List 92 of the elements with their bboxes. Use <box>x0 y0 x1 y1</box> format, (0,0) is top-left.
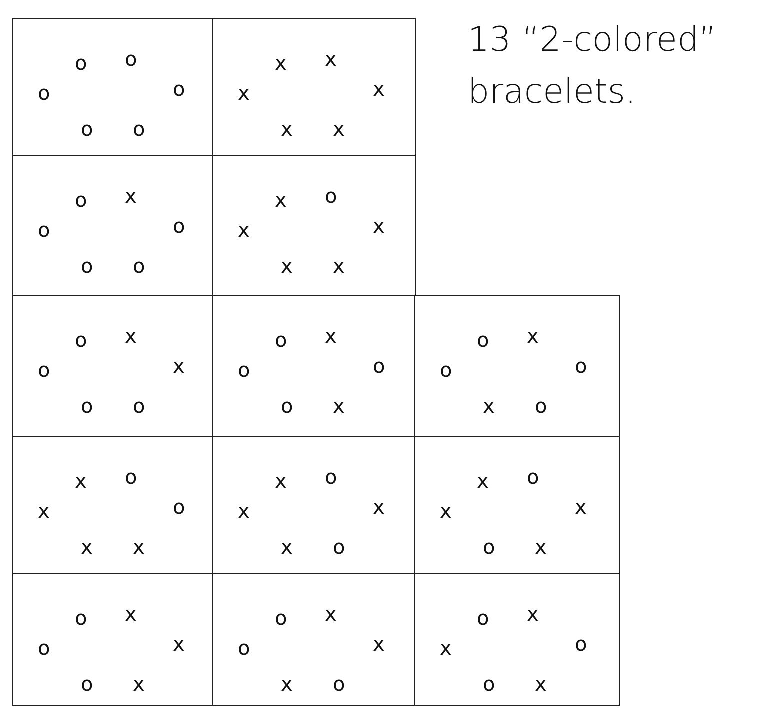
bead-mark: o <box>275 608 288 628</box>
bracelet-panel <box>12 436 214 575</box>
bead-mark: o <box>325 186 338 206</box>
bead-mark: o <box>373 356 386 376</box>
bead-mark: x <box>133 674 145 694</box>
bead-mark: o <box>38 638 50 658</box>
bead-mark: x <box>325 604 337 624</box>
bead-mark: x <box>75 471 87 491</box>
bead-mark: o <box>38 220 50 240</box>
bead-mark: o <box>275 330 288 350</box>
bead-mark: x <box>440 501 452 521</box>
bead-mark: x <box>535 537 547 557</box>
bead-mark: o <box>133 119 146 139</box>
bead-mark: o <box>38 360 50 380</box>
bead-mark: o <box>133 256 146 276</box>
bead-mark: x <box>275 190 287 210</box>
bead-mark: o <box>81 119 94 139</box>
bead-mark: o <box>125 467 138 487</box>
bead-mark: x <box>275 471 287 491</box>
bead-mark: x <box>333 396 345 416</box>
bead-mark: x <box>575 497 587 517</box>
bead-mark: x <box>527 604 539 624</box>
bead-mark: o <box>281 396 294 416</box>
bracelet-panel <box>12 155 214 297</box>
bead-mark: o <box>81 256 94 276</box>
bracelet-panel <box>212 18 416 157</box>
bead-mark: o <box>75 190 88 210</box>
bead-mark: x <box>173 356 185 376</box>
bead-mark: x <box>133 537 145 557</box>
bead-mark: x <box>125 186 137 206</box>
bead-mark: x <box>477 471 489 491</box>
bead-mark: o <box>133 396 146 416</box>
bead-mark: x <box>38 501 50 521</box>
bracelet-panel <box>414 295 620 438</box>
bead-mark: o <box>173 497 186 517</box>
bead-mark: x <box>440 638 452 658</box>
bracelet-panel <box>212 155 416 297</box>
bracelet-panel <box>414 573 620 706</box>
bead-mark: o <box>81 396 94 416</box>
bead-mark: o <box>125 49 138 69</box>
bead-mark: x <box>325 326 337 346</box>
bead-mark: x <box>333 119 345 139</box>
bead-mark: x <box>373 79 385 99</box>
bead-mark: x <box>281 119 293 139</box>
bead-mark: o <box>477 330 490 350</box>
title: 13 “2-colored” bracelets. <box>468 19 718 114</box>
bead-mark: o <box>483 674 496 694</box>
bead-mark: x <box>483 396 495 416</box>
bead-mark: o <box>75 330 88 350</box>
bead-mark: o <box>440 360 452 380</box>
bracelet-panel <box>212 573 416 706</box>
bead-mark: o <box>333 674 346 694</box>
bead-mark: x <box>281 674 293 694</box>
bead-mark: o <box>173 216 186 236</box>
bead-mark: o <box>325 467 338 487</box>
bead-mark: o <box>75 608 88 628</box>
bead-mark: x <box>238 220 250 240</box>
bracelet-panel <box>212 436 416 575</box>
bead-mark: x <box>373 634 385 654</box>
bracelet-panel <box>12 18 214 157</box>
bracelet-panel <box>212 295 416 438</box>
bead-mark: o <box>483 537 496 557</box>
bead-mark: x <box>173 634 185 654</box>
bead-mark: o <box>535 396 548 416</box>
bead-mark: o <box>238 638 250 658</box>
bead-mark: x <box>373 216 385 236</box>
bead-mark: o <box>238 360 250 380</box>
bead-mark: o <box>75 53 88 73</box>
bead-mark: x <box>275 53 287 73</box>
bead-mark: x <box>125 604 137 624</box>
bead-mark: o <box>477 608 490 628</box>
bead-mark: o <box>81 674 94 694</box>
bracelet-panel <box>12 573 214 706</box>
bead-mark: x <box>535 674 547 694</box>
bead-mark: o <box>333 537 346 557</box>
bead-mark: x <box>333 256 345 276</box>
bead-mark: x <box>238 83 250 103</box>
bead-mark: x <box>373 497 385 517</box>
bead-mark: o <box>575 634 588 654</box>
bead-mark: x <box>527 326 539 346</box>
bead-mark: o <box>38 83 50 103</box>
bead-mark: o <box>527 467 540 487</box>
bead-mark: x <box>238 501 250 521</box>
bead-mark: x <box>281 256 293 276</box>
bracelet-panel <box>12 295 214 438</box>
bracelet-panel <box>414 436 620 575</box>
bead-mark: o <box>575 356 588 376</box>
bead-mark: x <box>81 537 93 557</box>
bead-mark: x <box>125 326 137 346</box>
bead-mark: x <box>325 49 337 69</box>
bead-mark: o <box>173 79 186 99</box>
bead-mark: x <box>281 537 293 557</box>
